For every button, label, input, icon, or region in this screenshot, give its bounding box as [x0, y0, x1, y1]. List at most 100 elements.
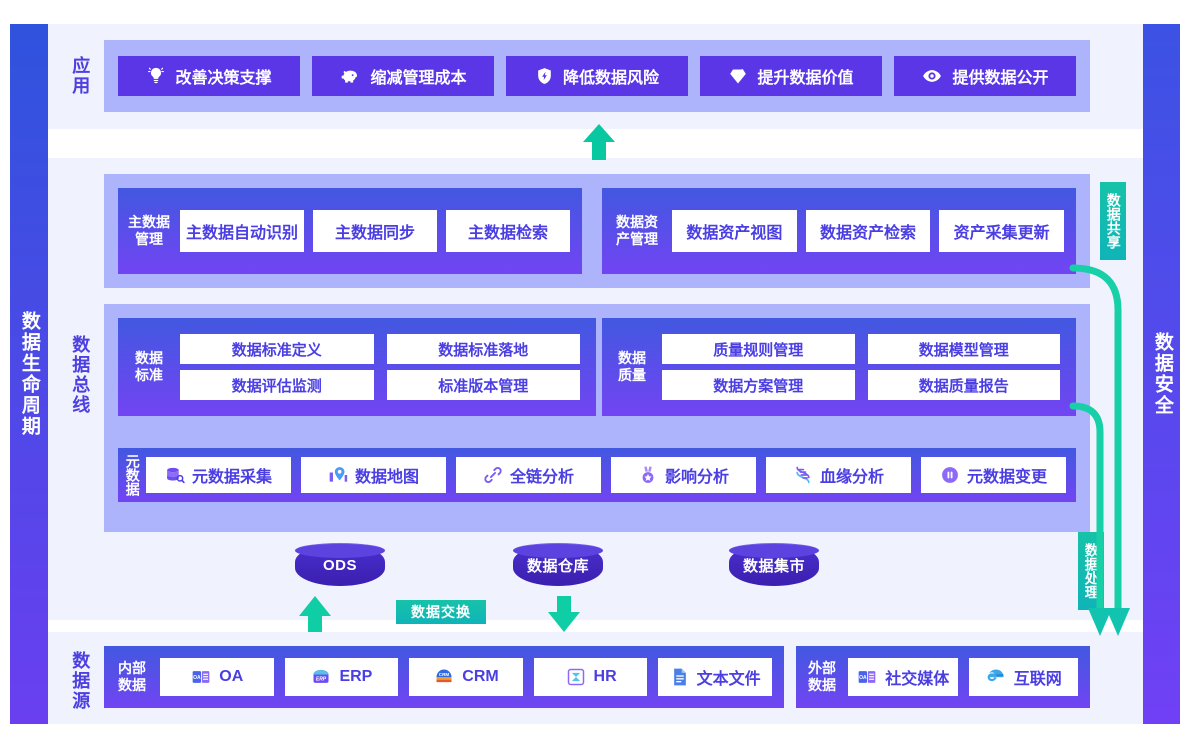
app-item-reduce-risk[interactable]: 降低数据风险 [506, 56, 688, 96]
app-item-label: 提供数据公开 [952, 70, 1049, 87]
group-title: 数据 标准 [135, 349, 163, 383]
storage-label: 数据仓库 [526, 557, 589, 575]
storage-label: ODS [322, 556, 357, 574]
database-search-icon [165, 465, 185, 485]
app-item-label: 降低数据风险 [562, 70, 659, 87]
source-item-label: 社交媒体 [885, 671, 950, 688]
item-data-asset-search[interactable]: 数据资产检索 [805, 210, 931, 252]
flow-tag-data-sharing: 数据共享 [1100, 182, 1126, 260]
app-item-label: 改善决策支撑 [175, 70, 272, 87]
source-item-crm[interactable]: CRM CRM [409, 658, 523, 696]
tier-label-data-bus: 数据总线 [70, 335, 91, 415]
application-container: 改善决策支撑 缩减管理成本 降低数据风险 [104, 40, 1090, 112]
source-item-label: OA [219, 668, 244, 685]
data-exchange-tag: 数据交换 [396, 600, 486, 624]
item-master-data-sync[interactable]: 主数据同步 [313, 210, 437, 252]
item-standard-version-management[interactable]: 标准版本管理 [386, 370, 580, 400]
item-full-chain-analysis[interactable]: 全链分析 [456, 457, 601, 493]
group-title: 外部 数据 [808, 659, 836, 693]
item-impact-analysis[interactable]: 影响分析 [611, 457, 756, 493]
arrow-up-to-application [583, 124, 615, 160]
group-title: 数据 质量 [618, 349, 646, 383]
item-metadata-change[interactable]: 元数据变更 [921, 457, 1066, 493]
piggy-bank-icon [339, 66, 361, 86]
app-item-increase-value[interactable]: 提升数据价值 [700, 56, 882, 96]
source-item-label: HR [593, 668, 617, 685]
tier-label-data-source: 数据源 [70, 651, 91, 711]
flow-tag-data-processing: 数据处理 [1078, 532, 1104, 610]
crm-icon: CRM [433, 667, 455, 687]
svg-text:OA: OA [193, 675, 201, 681]
diamond-icon [728, 66, 748, 86]
svg-text:OA: OA [859, 675, 867, 681]
pause-circle-icon [940, 465, 960, 485]
source-item-label: ERP [339, 668, 373, 685]
item-label: 元数据变更 [966, 469, 1047, 486]
item-master-data-auto-recognition[interactable]: 主数据自动识别 [180, 210, 304, 252]
item-label: 血缘分析 [819, 469, 884, 486]
medal-icon [638, 465, 658, 485]
map-pin-icon [328, 465, 348, 485]
item-label: 影响分析 [664, 469, 729, 486]
group-master-data-management: 主数据 管理 主数据自动识别 主数据同步 主数据检索 [118, 188, 582, 274]
storage-label: 数据集市 [742, 557, 805, 575]
rail-data-lifecycle: 数据生命周期 [10, 24, 48, 724]
svg-text:ERP: ERP [316, 676, 327, 682]
erp-icon: ERP [310, 667, 332, 687]
group-title: 主数据 管理 [128, 213, 170, 247]
text-file-icon [670, 667, 690, 687]
item-asset-collect-update[interactable]: 资产采集更新 [939, 210, 1065, 252]
tier-label-application: 应用 [70, 56, 91, 96]
group-internal-data: 内部 数据 OA OA [104, 646, 784, 708]
group-data-quality: 数据 质量 质量规则管理 数据模型管理 数据方案管理 数据质量报告 [602, 318, 1076, 416]
item-data-asset-view[interactable]: 数据资产视图 [672, 210, 797, 252]
item-metadata-collection[interactable]: 元数据采集 [146, 457, 291, 493]
source-item-label: CRM [462, 668, 499, 685]
hr-icon [565, 667, 587, 687]
svg-text:CRM: CRM [439, 672, 450, 677]
storage-ods[interactable]: ODS [295, 543, 385, 586]
item-lineage-analysis[interactable]: 血缘分析 [766, 457, 911, 493]
group-title: 内部 数据 [118, 659, 146, 693]
source-item-social-media[interactable]: OA 社交媒体 [848, 658, 958, 696]
internet-icon [985, 667, 1007, 687]
group-title: 数据资 产管理 [616, 213, 658, 247]
dna-icon [793, 465, 813, 485]
item-data-map[interactable]: 数据地图 [301, 457, 446, 493]
source-item-label: 互联网 [1013, 671, 1062, 688]
link-chain-icon [483, 465, 503, 485]
app-item-public-data[interactable]: 提供数据公开 [894, 56, 1076, 96]
item-label: 数据地图 [354, 469, 419, 486]
app-item-reduce-cost[interactable]: 缩减管理成本 [312, 56, 494, 96]
source-item-text-file[interactable]: 文本文件 [658, 658, 772, 696]
group-data-asset-management: 数据资 产管理 数据资产视图 数据资产检索 资产采集更新 [602, 188, 1076, 274]
shield-bolt-icon [535, 66, 554, 86]
item-data-standard-implementation[interactable]: 数据标准落地 [386, 334, 580, 364]
app-item-label: 提升数据价值 [757, 70, 854, 87]
app-item-improve-decision[interactable]: 改善决策支撑 [118, 56, 300, 96]
item-master-data-search[interactable]: 主数据检索 [446, 210, 570, 252]
storage-data-mart[interactable]: 数据集市 [729, 543, 819, 586]
source-item-hr[interactable]: HR [533, 658, 648, 696]
item-label: 元数据采集 [191, 469, 272, 486]
item-data-quality-report[interactable]: 数据质量报告 [867, 370, 1060, 400]
item-quality-rule-management[interactable]: 质量规则管理 [662, 334, 855, 364]
lightbulb-icon [146, 66, 166, 86]
storage-data-warehouse[interactable]: 数据仓库 [513, 543, 603, 586]
oa-icon: OA [190, 667, 212, 687]
group-metadata: 元数据 元数据采集 [118, 448, 1076, 502]
rail-data-security: 数据安全 [1143, 24, 1180, 724]
source-item-oa[interactable]: OA OA [160, 658, 274, 696]
item-data-standard-definition[interactable]: 数据标准定义 [180, 334, 374, 364]
group-data-standard: 数据 标准 数据标准定义 数据标准落地 数据评估监测 标准版本管理 [118, 318, 596, 416]
item-data-model-management[interactable]: 数据模型管理 [867, 334, 1060, 364]
source-item-erp[interactable]: ERP ERP [284, 658, 399, 696]
group-external-data: 外部 数据 OA 社交媒体 [796, 646, 1090, 708]
item-data-assessment-monitoring[interactable]: 数据评估监测 [180, 370, 374, 400]
group-title: 元数据 [124, 454, 141, 496]
social-media-icon: OA [856, 667, 878, 687]
item-label: 全链分析 [509, 469, 574, 486]
item-data-scheme-management[interactable]: 数据方案管理 [662, 370, 855, 400]
source-item-internet[interactable]: 互联网 [968, 658, 1078, 696]
